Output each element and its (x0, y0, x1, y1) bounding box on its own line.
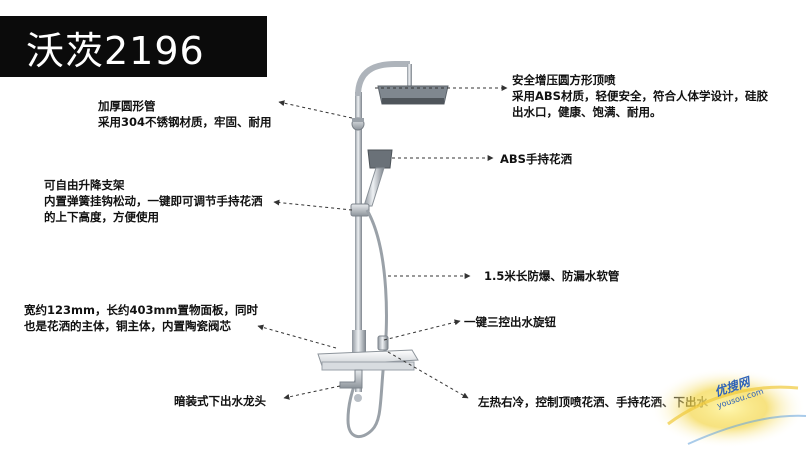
page-title: 沃茨2196 (26, 29, 205, 73)
bracket-line-2: 内置弹簧挂钩松动，一键即可调节手持花洒 (44, 194, 263, 208)
bracket-line-3: 的上下高度，方便使用 (44, 210, 159, 224)
shelf-line-2: 也是花洒的主体，铜主体，内置陶瓷阀芯 (24, 319, 231, 333)
annotation-knob: 一键三控出水旋钮 (464, 314, 556, 330)
hose (346, 209, 388, 439)
shelf-line-1: 宽约123mm，长约403mm置物面板，同时 (24, 303, 258, 317)
hose-line-1: 1.5米长防爆、防漏水软管 (484, 269, 620, 283)
faucet-spout (339, 369, 363, 389)
annotation-bracket: 可自由升降支架 内置弹簧挂钩松动，一键即可调节手持花洒 的上下高度，方便使用 (44, 177, 263, 225)
arrow-temperature (387, 351, 469, 399)
pipe-line-1: 加厚圆形管 (98, 99, 156, 113)
title-block: 沃茨2196 (0, 16, 267, 77)
hand-shower-handle (363, 167, 385, 207)
top-spray-line-3: 出水口，健康、饱满、耐用。 (512, 105, 662, 119)
top-spray-line-2: 采用ABS材质，轻便安全，符合人体学设计，硅胶 (512, 89, 768, 103)
arrow-shelf (257, 324, 337, 349)
annotation-hose: 1.5米长防爆、防漏水软管 (484, 268, 619, 284)
hand-shower-line-1: ABS手持花洒 (500, 152, 572, 166)
arrow-bracket (273, 199, 353, 211)
annotation-hand-shower: ABS手持花洒 (500, 151, 572, 167)
slide-bracket (350, 203, 370, 217)
shower-arm (355, 61, 410, 97)
faucet-line-1: 暗装式下出水龙头 (174, 394, 266, 408)
annotation-shelf: 宽约123mm，长约403mm置物面板，同时 也是花洒的主体，铜主体，内置陶瓷阀… (24, 302, 258, 334)
hand-shower-head (367, 149, 393, 169)
control-knob (377, 335, 389, 351)
arrow-pipe (278, 100, 353, 119)
arrow-knob (383, 319, 461, 341)
annotation-pipe: 加厚圆形管 采用304不锈钢材质，牢固、耐用 (98, 98, 272, 130)
arrow-faucet (283, 385, 341, 400)
knob-line-1: 一键三控出水旋钮 (464, 315, 556, 329)
watermark-logo (650, 368, 807, 448)
bracket-line-1: 可自由升降支架 (44, 178, 125, 192)
pipe-line-2: 采用304不锈钢材质，牢固、耐用 (98, 115, 272, 129)
top-spray-line-1: 安全增压圆方形顶喷 (512, 73, 616, 87)
annotation-top-spray: 安全增压圆方形顶喷 采用ABS材质，轻便安全，符合人体学设计，硅胶 出水口，健康… (512, 72, 768, 120)
annotation-faucet: 暗装式下出水龙头 (174, 393, 266, 409)
main-pipe (355, 92, 362, 392)
